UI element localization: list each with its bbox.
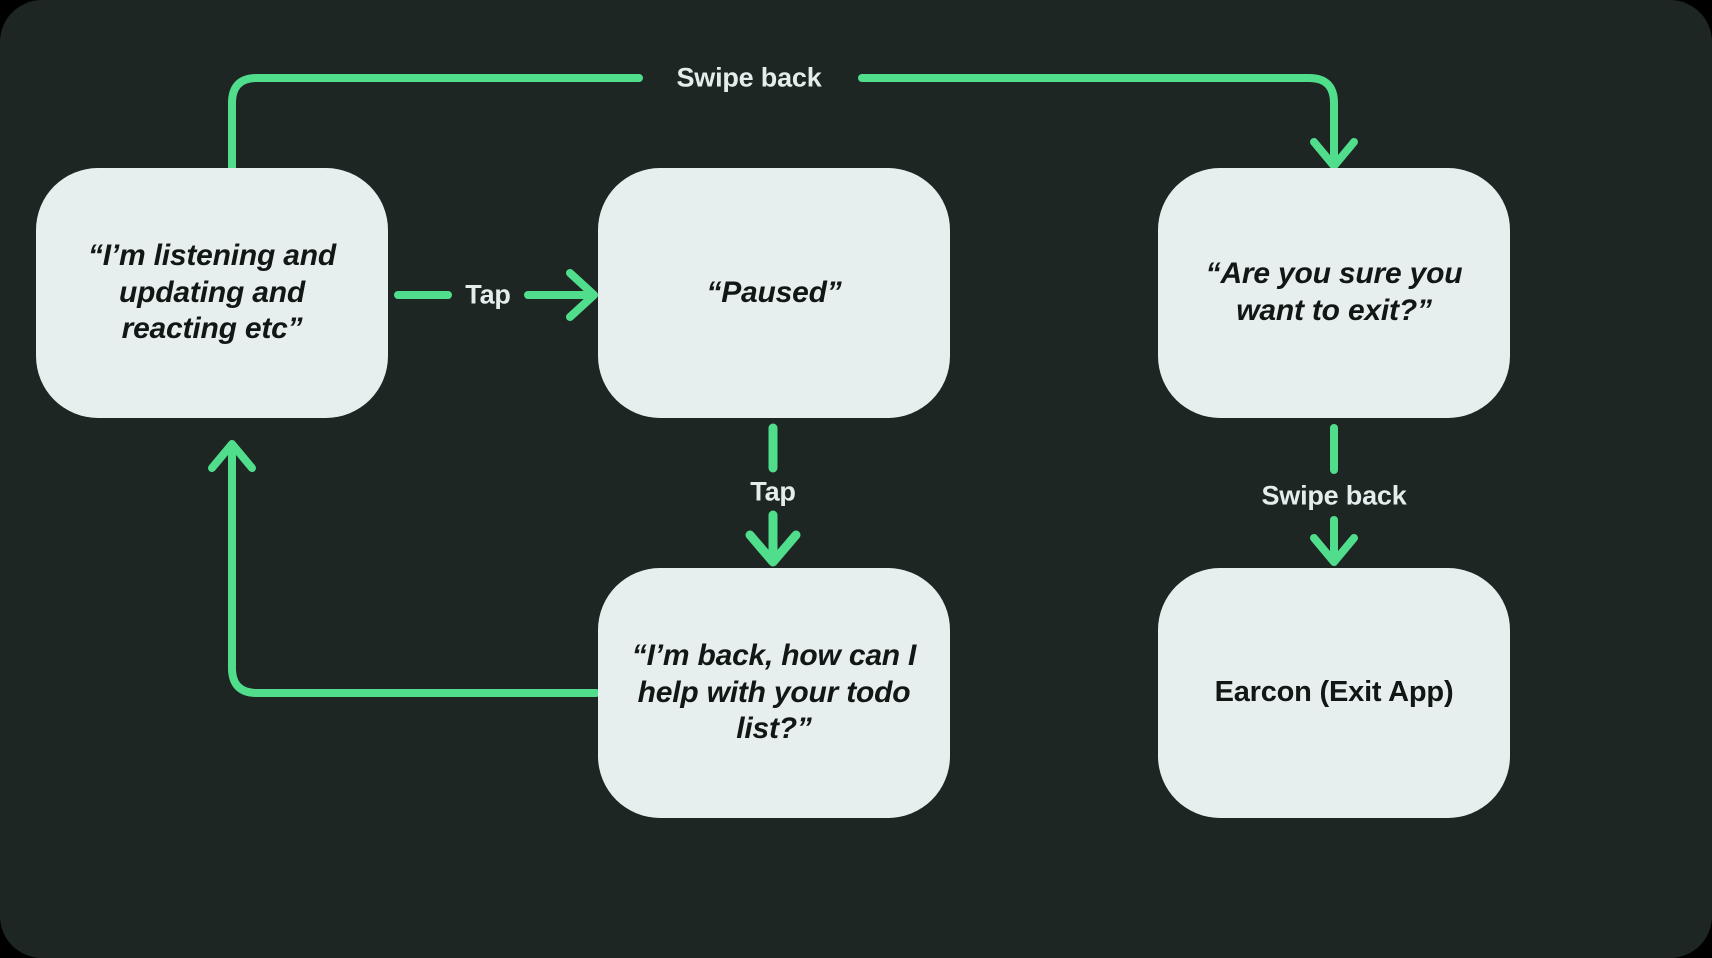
- edge-label-tap-vertical: Tap: [750, 476, 796, 507]
- node-paused-label: “Paused”: [706, 275, 842, 309]
- edge-label-tap-horizontal: Tap: [465, 279, 511, 310]
- node-earcon[interactable]: Earcon (Exit App): [1158, 568, 1510, 818]
- node-paused[interactable]: “Paused”: [598, 168, 950, 418]
- node-earcon-label: Earcon (Exit App): [1214, 676, 1454, 709]
- node-confirm-exit-label: “Are you sure you want to exit?”: [1205, 257, 1463, 327]
- edge-label-swipe-back-top: Swipe back: [676, 62, 822, 93]
- node-back[interactable]: “I’m back, how can I help with your todo…: [598, 568, 950, 818]
- node-back-label: “I’m back, how can I help with your todo…: [631, 639, 917, 746]
- node-listening-label: “I’m listening and updating and reacting…: [87, 239, 337, 346]
- edge-label-swipe-back-right: Swipe back: [1261, 480, 1407, 511]
- node-listening[interactable]: “I’m listening and updating and reacting…: [36, 168, 388, 418]
- edge-back-to-listening: [208, 440, 600, 697]
- node-confirm-exit[interactable]: “Are you sure you want to exit?”: [1158, 168, 1510, 418]
